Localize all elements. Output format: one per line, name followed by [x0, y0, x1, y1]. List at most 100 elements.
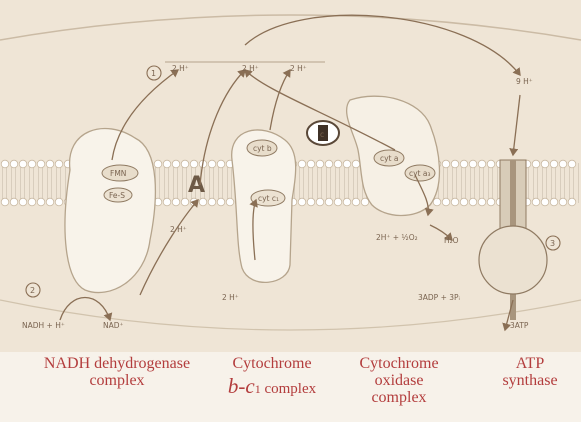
- phospholipid-head: [325, 198, 333, 206]
- phospholipid-head: [541, 198, 549, 206]
- nadh-label: NADH + H⁺: [22, 321, 65, 330]
- phospholipid-head: [37, 198, 45, 206]
- cyt-a-label: cyt a: [380, 154, 398, 163]
- h-top-2: 2 H⁺: [242, 64, 259, 73]
- site-marker-3: 3: [550, 239, 555, 248]
- phospholipid-head: [226, 198, 234, 206]
- phospholipid-head: [298, 160, 306, 168]
- phospholipid-head: [217, 160, 225, 168]
- phospholipid-head: [208, 160, 216, 168]
- h-top-4: 9 H⁺: [516, 77, 533, 86]
- label-bc1-line1: Cytochrome: [212, 356, 332, 373]
- h-top-1: 2 H⁺: [172, 64, 189, 73]
- phospholipid-head: [325, 160, 333, 168]
- phospholipid-head: [19, 160, 27, 168]
- label-cytochrome-oxidase: Cytochrome oxidase complex: [356, 356, 442, 406]
- phospholipid-head: [433, 198, 441, 206]
- phospholipid-head: [442, 198, 450, 206]
- phospholipid-head: [154, 160, 162, 168]
- label-bc1-line2: b-c1 complex: [212, 375, 332, 398]
- phospholipid-head: [46, 160, 54, 168]
- oxygen-label: 2H⁺ + ½O₂: [376, 233, 418, 242]
- phospholipid-head: [442, 160, 450, 168]
- phospholipid-head: [541, 160, 549, 168]
- phospholipid-head: [352, 198, 360, 206]
- label-cox-line2: oxidase: [356, 373, 442, 390]
- phospholipid-head: [172, 198, 180, 206]
- phospholipid-head: [478, 198, 486, 206]
- phospholipid-head: [469, 198, 477, 206]
- label-cox-line3: complex: [356, 390, 442, 407]
- phospholipid-head: [316, 160, 324, 168]
- label-cytochrome-bc1: Cytochrome b-c1 complex: [212, 356, 332, 398]
- phospholipid-head: [46, 198, 54, 206]
- phospholipid-head: [163, 198, 171, 206]
- cyt-a3-label: cyt a₃: [409, 169, 431, 178]
- phospholipid-head: [343, 160, 351, 168]
- adp-label: 3ADP + 3Pᵢ: [418, 293, 460, 302]
- fmn-label: FMN: [110, 169, 126, 178]
- phospholipid-head: [1, 198, 9, 206]
- phospholipid-head: [460, 198, 468, 206]
- phospholipid-head: [28, 198, 36, 206]
- phospholipid-head: [181, 198, 189, 206]
- phospholipid-head: [163, 160, 171, 168]
- label-bc1-rest: complex: [261, 381, 316, 397]
- phospholipid-head: [568, 160, 576, 168]
- cyt-c-label: c: [320, 130, 324, 139]
- phospholipid-head: [550, 198, 558, 206]
- phospholipid-head: [298, 198, 306, 206]
- label-atp-line1: ATP: [482, 356, 578, 373]
- phospholipid-head: [28, 160, 36, 168]
- phospholipid-head: [208, 198, 216, 206]
- label-bc1-italic: b-c: [228, 374, 255, 398]
- h-inner-1: 2 H⁺: [170, 225, 187, 234]
- label-atp-synthase: ATP synthase: [482, 356, 578, 390]
- phospholipid-head: [343, 198, 351, 206]
- phospholipid-head: [334, 160, 342, 168]
- phospholipid-head: [307, 160, 315, 168]
- phospholipid-head: [451, 160, 459, 168]
- phospholipid-head: [199, 198, 207, 206]
- h-top-3: 2 H⁺: [290, 64, 307, 73]
- phospholipid-head: [217, 198, 225, 206]
- nad-label: NAD⁺: [103, 321, 124, 330]
- atp-product-label: 3ATP: [510, 321, 529, 330]
- phospholipid-head: [10, 160, 18, 168]
- cyt-c1-label: cyt c₁: [258, 194, 279, 203]
- phospholipid-head: [451, 198, 459, 206]
- phospholipid-head: [190, 160, 198, 168]
- phospholipid-head: [559, 198, 567, 206]
- phospholipid-head: [316, 198, 324, 206]
- phospholipid-head: [19, 198, 27, 206]
- phospholipid-head: [181, 160, 189, 168]
- fes-label: Fe-S: [109, 191, 125, 200]
- phospholipid-head: [550, 160, 558, 168]
- phospholipid-head: [559, 160, 567, 168]
- phospholipid-head: [10, 198, 18, 206]
- phospholipid-head: [532, 198, 540, 206]
- phospholipid-head: [55, 160, 63, 168]
- label-cox-line1: Cytochrome: [356, 356, 442, 373]
- h-inner-2: 2 H⁺: [222, 293, 239, 302]
- phospholipid-head: [37, 160, 45, 168]
- phospholipid-head: [487, 198, 495, 206]
- cyt-b-label: cyt b: [253, 144, 272, 153]
- phospholipid-head: [172, 160, 180, 168]
- phospholipid-head: [532, 160, 540, 168]
- phospholipid-head: [487, 160, 495, 168]
- phospholipid-head: [307, 198, 315, 206]
- phospholipid-head: [568, 198, 576, 206]
- phospholipid-head: [352, 160, 360, 168]
- phospholipid-head: [469, 160, 477, 168]
- phospholipid-head: [55, 198, 63, 206]
- site-marker-1: 1: [151, 69, 156, 78]
- water-label: H₂O: [444, 236, 459, 245]
- phospholipid-head: [1, 160, 9, 168]
- site-marker-2: 2: [30, 286, 35, 295]
- label-nadh-dehydrogenase: NADH dehydrogenase complex: [6, 356, 228, 390]
- phospholipid-head: [460, 160, 468, 168]
- label-nadh-line1: NADH dehydrogenase: [6, 356, 228, 373]
- ubiquinone-label: A: [188, 173, 205, 198]
